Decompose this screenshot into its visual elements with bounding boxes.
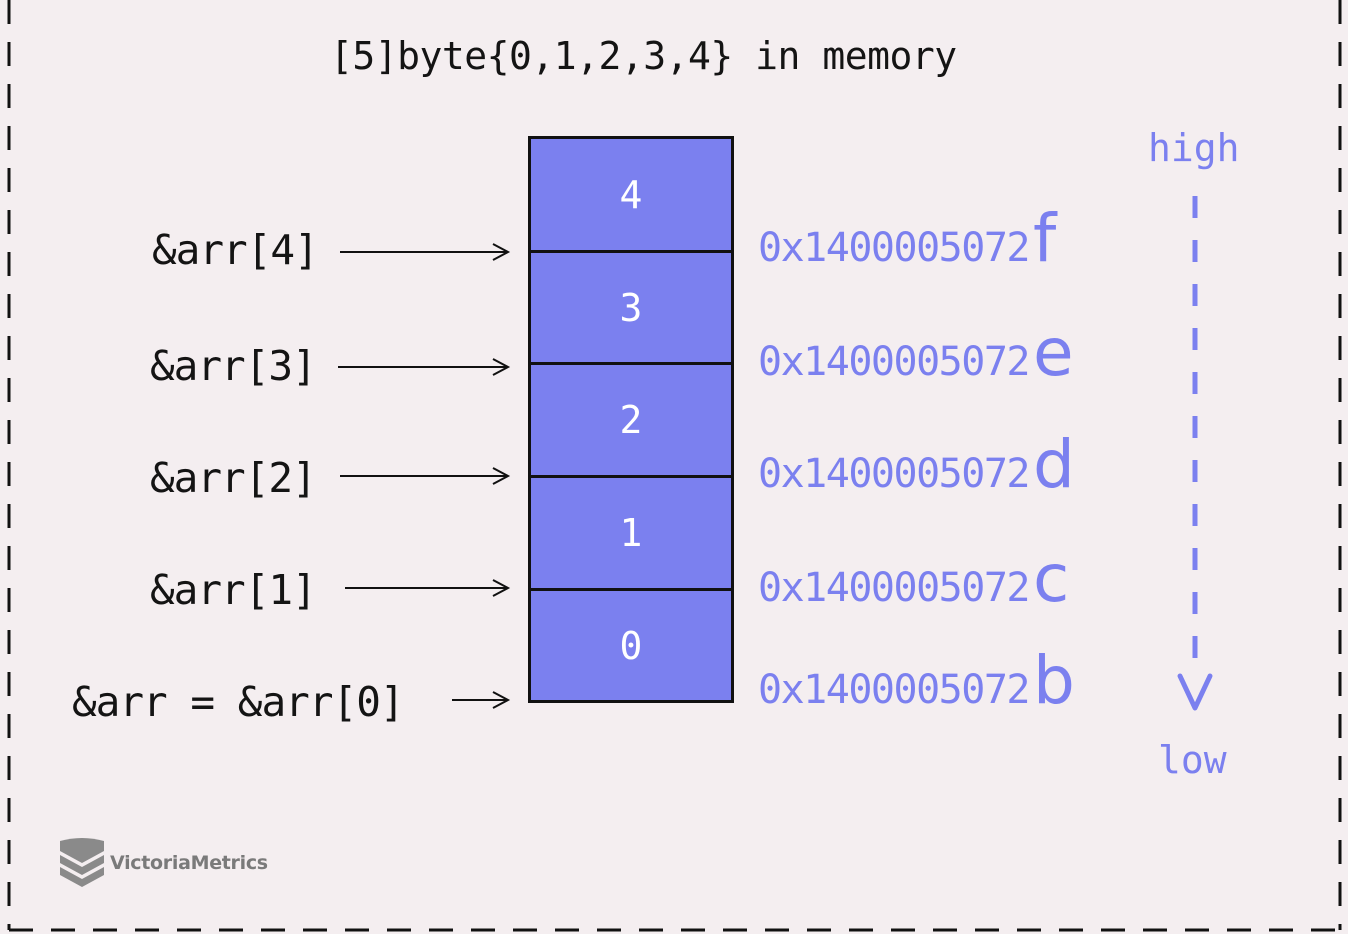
address-suffix: d (1032, 426, 1075, 503)
victoriametrics-logo: VictoriaMetrics (58, 836, 268, 890)
address-prefix: 0x1400005072 (758, 565, 1030, 611)
low-label: low (1158, 738, 1227, 782)
memory-cell-1: 1 (528, 475, 734, 591)
pointer-label-arr0: &arr = &arr[0] (72, 678, 405, 726)
high-label: high (1148, 126, 1240, 170)
logo-text: VictoriaMetrics (110, 852, 268, 874)
victoriametrics-logo-icon (60, 838, 104, 887)
address-row-e: 0x1400005072e (758, 320, 1074, 386)
memory-cell-2: 2 (528, 362, 734, 478)
pointer-label-arr3: &arr[3] (150, 342, 317, 390)
address-row-f: 0x1400005072f (758, 206, 1056, 272)
address-prefix: 0x1400005072 (758, 667, 1030, 713)
address-prefix: 0x1400005072 (758, 451, 1030, 497)
address-suffix: b (1032, 642, 1075, 719)
pointer-label-arr2: &arr[2] (150, 454, 317, 502)
address-prefix: 0x1400005072 (758, 339, 1030, 385)
downward-dashed-arrow-icon (1177, 196, 1213, 711)
pointer-arrow-arr2 (340, 467, 511, 485)
diagram-title: [5]byte{0,1,2,3,4} in memory (330, 34, 957, 78)
pointer-arrow-arr4 (340, 243, 511, 261)
address-row-d: 0x1400005072d (758, 432, 1075, 498)
address-suffix: c (1032, 540, 1070, 617)
pointer-label-arr4: &arr[4] (152, 226, 319, 274)
memory-cell-0: 0 (528, 588, 734, 703)
pointer-arrow-arr0 (452, 691, 511, 709)
memory-cell-3: 3 (528, 250, 734, 365)
pointer-arrow-arr3 (338, 358, 511, 376)
address-row-c: 0x1400005072c (758, 546, 1069, 612)
address-suffix: e (1032, 314, 1074, 391)
pointer-arrow-arr1 (345, 579, 511, 597)
memory-cell-4: 4 (528, 136, 734, 253)
address-row-b: 0x1400005072b (758, 648, 1075, 714)
pointer-label-arr1: &arr[1] (150, 566, 317, 614)
address-suffix: f (1032, 200, 1057, 277)
address-prefix: 0x1400005072 (758, 225, 1030, 271)
